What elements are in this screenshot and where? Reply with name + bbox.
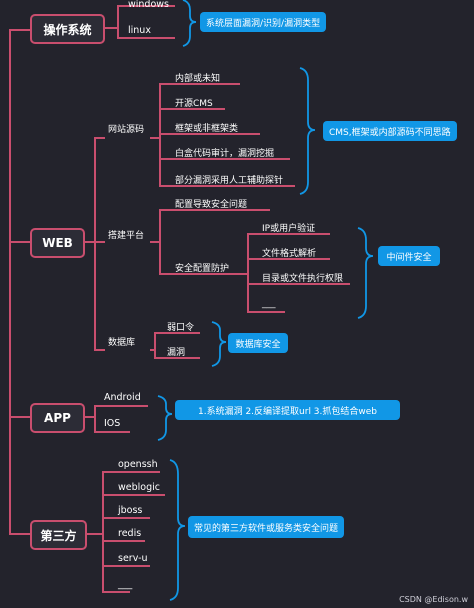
watermark: CSDN @Edison.w (399, 595, 468, 604)
tag-third-party: 常见的第三方软件或服务类安全问题 (188, 516, 345, 538)
web-group-database[interactable]: 数据库 (108, 338, 136, 348)
third-item[interactable]: ___ (118, 579, 133, 590)
platform-config-issue[interactable]: 配置导致安全问题 (175, 200, 248, 210)
third-item[interactable]: openssh (118, 459, 158, 470)
root-os[interactable]: 操作系统 (30, 14, 105, 44)
third-item[interactable]: serv-u (118, 553, 148, 564)
third-item[interactable]: weblogic (118, 482, 160, 493)
site-source-item[interactable]: 开源CMS (175, 99, 213, 109)
database-item-vulnerability[interactable]: 漏洞 (167, 348, 186, 358)
site-source-item[interactable]: 白盒代码审计，漏洞挖掘 (175, 149, 275, 159)
third-item[interactable]: jboss (118, 505, 143, 516)
app-item-ios[interactable]: IOS (104, 418, 121, 429)
protect-item[interactable]: IP或用户验证 (262, 224, 316, 234)
third-item[interactable]: redis (118, 528, 142, 539)
tag-cms: CMS,框架或内部源码不同思路 (323, 121, 457, 141)
tag-app: 1.系统漏洞 2.反编译提取url 3.抓包结合web (175, 400, 400, 420)
os-item-linux[interactable]: linux (128, 25, 151, 36)
root-web[interactable]: WEB (30, 228, 85, 258)
platform-protect[interactable]: 安全配置防护 (175, 264, 230, 274)
tag-middleware: 中间件安全 (378, 246, 440, 266)
protect-item[interactable]: ___ (262, 299, 276, 309)
os-item-windows[interactable]: windows (128, 0, 169, 10)
site-source-item[interactable]: 部分漏洞采用人工辅助探针 (175, 176, 284, 186)
app-item-android[interactable]: Android (104, 392, 141, 403)
tag-database: 数据库安全 (228, 333, 288, 353)
protect-item[interactable]: 文件格式解析 (262, 249, 317, 259)
database-item-weak-password[interactable]: 弱口令 (167, 323, 195, 333)
root-third-party[interactable]: 第三方 (30, 520, 87, 550)
site-source-item[interactable]: 框架或非框架类 (175, 124, 239, 134)
site-source-item[interactable]: 内部或未知 (175, 74, 221, 84)
protect-item[interactable]: 目录或文件执行权限 (262, 274, 344, 284)
web-group-site-source[interactable]: 网站源码 (108, 125, 145, 135)
tag-os: 系统层面漏洞/识别/漏洞类型 (200, 12, 327, 32)
web-group-platform[interactable]: 搭建平台 (108, 231, 145, 241)
root-app[interactable]: APP (30, 403, 85, 433)
